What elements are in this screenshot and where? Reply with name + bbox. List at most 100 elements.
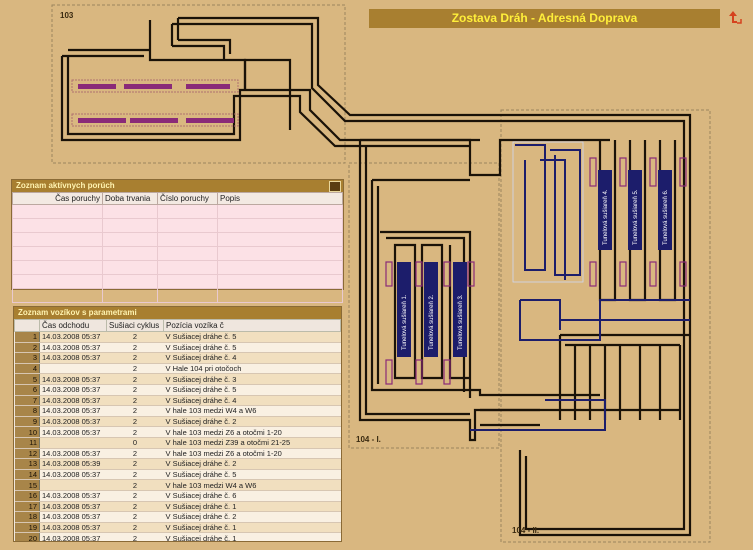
vehicle-position: V Sušiacej dráhe č. 1 <box>163 532 341 541</box>
tunnel-2 <box>424 262 438 357</box>
departure-time: 14.03.2008 05:37 <box>39 384 107 396</box>
vehicles-col-position[interactable]: Pozícia vozíka č <box>163 319 341 332</box>
zone-label-104-2: 104 - II. <box>512 526 540 535</box>
vehicle-position: V Sušiacej dráhe č. 5 <box>163 469 341 481</box>
hall-103-tracks <box>60 16 500 148</box>
tunnel-4 <box>598 170 612 250</box>
row-index: 15 <box>14 479 40 491</box>
departure-time: 14.03.2008 05:37 <box>39 342 107 354</box>
drying-cycle: 2 <box>106 522 164 534</box>
vehicles-col-departure[interactable]: Čas odchodu <box>39 319 107 332</box>
tunnel-1-label: Tunelová sušiareň 1. <box>402 294 408 350</box>
faults-col-number[interactable]: Číslo poruchy <box>157 192 218 205</box>
faults-col-duration[interactable]: Doba trvania <box>102 192 158 205</box>
faults-col-description[interactable]: Popis <box>217 192 343 205</box>
row-index: 9 <box>14 416 40 428</box>
vehicle-position: V Sušiacej dráhe č. 1 <box>163 501 341 513</box>
tunnel-5-label: Tunelová sušiareň 5. <box>633 189 639 245</box>
faults-table: Čas poruchy Doba trvania Číslo poruchy P… <box>12 192 343 303</box>
active-faults-panel: Zoznam aktívnych porúch Čas poruchy Doba… <box>11 179 344 303</box>
up-arrow-icon[interactable] <box>727 9 745 27</box>
hall-104-1-outline <box>348 162 500 449</box>
hall-103-outline <box>51 4 346 164</box>
row-index: 18 <box>14 511 40 523</box>
tunnel-3-label: Tunelová sušiareň 3. <box>458 294 464 350</box>
vehicle-position: V Hale 104 pri otočoch <box>163 363 341 375</box>
vehicle-position: V Sušiacej dráhe č. 1 <box>163 522 341 534</box>
drying-cycle: 2 <box>106 395 164 407</box>
vehicle-position: V Sušiacej dráhe č. 4 <box>163 395 341 407</box>
vehicles-title: Zoznam vozíkov s parametrami <box>14 307 341 319</box>
departure-time: 14.03.2008 05:37 <box>39 448 107 460</box>
vehicle-position: V Sušiacej dráhe č. 3 <box>163 373 341 385</box>
departure-time: 14.03.2008 05:37 <box>39 352 107 364</box>
row-index: 17 <box>14 501 40 513</box>
tunnel-4-label: Tunelová sušiareň 4. <box>603 189 609 245</box>
row-index: 6 <box>14 384 40 396</box>
departure-time: 14.03.2008 05:37 <box>39 511 107 523</box>
faults-col-time[interactable]: Čas poruchy <box>12 192 103 205</box>
row-index: 14 <box>14 469 40 481</box>
maximize-icon[interactable] <box>329 181 341 192</box>
tunnel-6-label: Tunelová sušiareň 6. <box>663 189 669 245</box>
table-row <box>12 274 343 289</box>
tunnel-6 <box>658 170 672 250</box>
row-index: 3 <box>14 352 40 364</box>
tunnel-2-label: Tunelová sušiareň 2. <box>429 294 435 350</box>
departure-time <box>39 437 107 449</box>
vehicle-position: V Sušiacej dráhe č. 2 <box>163 458 341 470</box>
vehicles-table: Čas odchodu Sušiaci cyklus Pozícia vozík… <box>14 319 341 541</box>
departure-time: 14.03.2008 05:39 <box>39 458 107 470</box>
departure-time: 14.03.2008 05:37 <box>39 426 107 438</box>
hall-103-racks <box>78 84 234 123</box>
row-index: 16 <box>14 490 40 502</box>
active-faults-title: Zoznam aktívnych porúch <box>12 180 343 192</box>
zone-label-103: 103 <box>60 11 74 20</box>
zone-label-104-1: 104 - I. <box>356 435 381 444</box>
vehicles-col-index <box>14 319 40 332</box>
vehicle-position: V hale 103 medzi Z6 a otočmi 1-20 <box>163 448 341 460</box>
tunnel-3 <box>453 262 467 357</box>
row-index: 13 <box>14 458 40 470</box>
rack-markers <box>385 157 687 385</box>
vehicles-col-cycle[interactable]: Sušiaci cyklus <box>106 319 164 332</box>
active-faults-title-text: Zoznam aktívnych porúch <box>16 181 115 190</box>
vehicle-position: V hale 103 medzi Z39 a otočmi 21-25 <box>163 437 341 449</box>
row-index: 2 <box>14 342 40 354</box>
drying-cycle: 0 <box>106 437 164 449</box>
row-index: 1 <box>14 331 40 343</box>
row-index: 5 <box>14 373 40 385</box>
drying-cycle: 2 <box>106 384 164 396</box>
drying-cycle: 2 <box>106 416 164 428</box>
tunnel-dryers: Tunelová sušiareň 1. Tunelová sušiareň 2… <box>397 170 672 357</box>
row-index: 20 <box>14 532 40 541</box>
table-row <box>12 218 343 233</box>
row-index: 4 <box>14 363 40 375</box>
row-index: 12 <box>14 448 40 460</box>
departure-time: 14.03.2008 05:37 <box>39 416 107 428</box>
drying-cycle: 2 <box>106 363 164 375</box>
departure-time: 14.03.2008 05:37 <box>39 405 107 417</box>
departure-time: 14.03.2008 05:37 <box>39 395 107 407</box>
departure-time <box>39 479 107 491</box>
